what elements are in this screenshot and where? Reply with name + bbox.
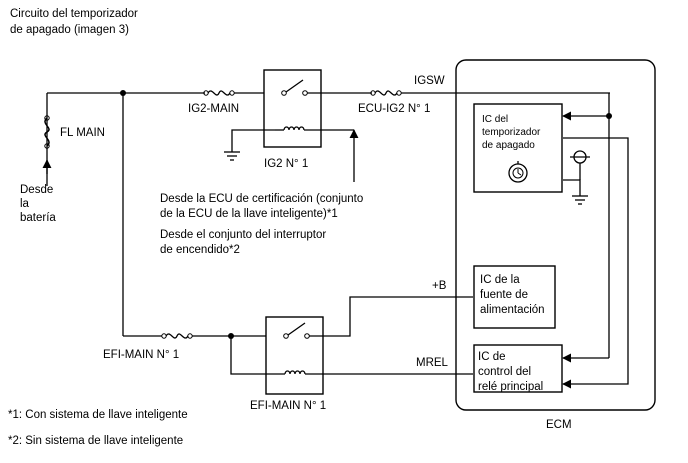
ic-relay-line3: relé principal — [478, 381, 543, 393]
from-ignition-line1: Desde el conjunto del interruptor — [160, 229, 326, 241]
ic-main-relay-block — [473, 344, 563, 393]
ic-off-timer-block — [473, 103, 563, 193]
igsw-label: IGSW — [414, 75, 445, 87]
fl-main-label: FL MAIN — [60, 127, 105, 139]
efi-main-fuse — [165, 333, 189, 339]
ic-power-line1: IC de la — [480, 274, 520, 286]
footnote-2: *2: Sin sistema de llave inteligente — [8, 435, 183, 447]
efi-main-fuse-label: EFI-MAIN N° 1 — [103, 349, 179, 361]
ic-relay-line2: control del — [478, 366, 531, 378]
ic-off-timer-line2: temporizador — [482, 127, 541, 138]
ic-relay-line1: IC de — [478, 351, 506, 363]
ic-power-line2: fuente de — [480, 289, 528, 301]
ic-off-timer-line3: de apagado — [482, 140, 535, 151]
battery-label-2: la — [20, 198, 30, 210]
efi-main-relay-label: EFI-MAIN N° 1 — [250, 400, 326, 412]
ecu-ig2-label: ECU-IG2 N° 1 — [358, 103, 430, 115]
ic-power-source-block — [473, 265, 556, 329]
diagram-title-line1: Circuito del temporizador — [10, 8, 138, 20]
ecm-label: ECM — [546, 419, 572, 431]
ecu-ig2-fuse — [374, 90, 398, 96]
ic-off-timer-line1: IC del — [482, 114, 508, 125]
ic-power-line3: alimentación — [480, 304, 545, 316]
from-ignition-line2: de encendido*2 — [160, 244, 240, 256]
ig2-main-label: IG2-MAIN — [188, 103, 239, 115]
battery-label-1: Desde — [20, 184, 53, 196]
ig2-relay-label: IG2 N° 1 — [264, 158, 308, 170]
plus-b-label: +B — [432, 280, 447, 292]
diagram-title-line2: de apagado (imagen 3) — [10, 24, 129, 36]
battery-label-3: batería — [20, 212, 56, 224]
footnote-1: *1: Con sistema de llave inteligente — [8, 409, 188, 421]
efi-main-relay-coil — [284, 370, 306, 375]
ig2-relay-coil — [283, 126, 305, 131]
ig2-relay-box — [263, 69, 322, 148]
from-certification-line2: de la ECU de la llave inteligente)*1 — [160, 208, 338, 220]
efi-main-relay-box — [265, 316, 324, 395]
from-certification-line1: Desde la ECU de certificación (conjunto — [160, 193, 363, 205]
mrel-label: MREL — [416, 357, 449, 369]
ig2-main-fuse — [207, 90, 231, 96]
